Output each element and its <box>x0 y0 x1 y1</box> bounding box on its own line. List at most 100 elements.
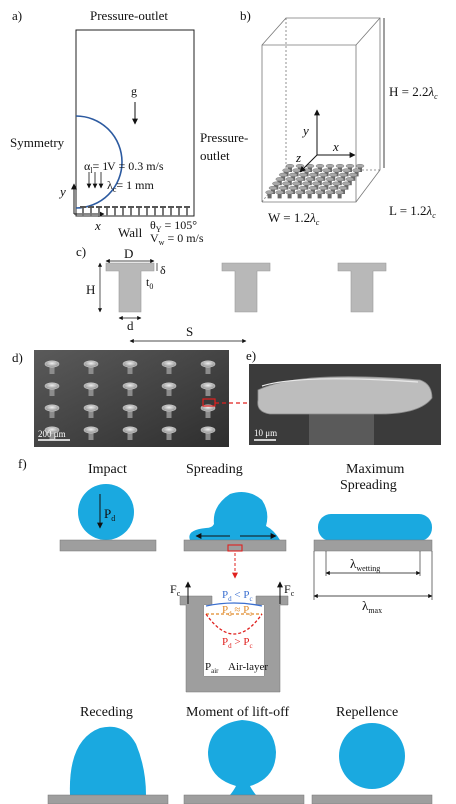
wall-pillar-cap <box>136 206 142 208</box>
wall-pillar-stem <box>82 208 84 216</box>
pillar-stem-3d <box>314 170 319 177</box>
wall-pillar-stem <box>170 208 172 216</box>
pillar-stem-3d <box>271 188 275 194</box>
pillar-cap-3d <box>278 185 288 190</box>
label-pd-gt-pc: Pd > Pc <box>222 636 253 650</box>
pillar-stem-3d <box>274 183 279 190</box>
pillar-stem-3d <box>311 174 316 181</box>
liftoff-title: Moment of lift-off <box>186 705 290 720</box>
sem-post-stem <box>88 364 94 374</box>
pillar-cap-3d <box>308 185 318 190</box>
sem-post-stem <box>127 430 133 440</box>
dim-d: d <box>127 318 134 333</box>
spreading-droplet <box>189 492 280 540</box>
pillar-stem-3d <box>304 170 309 177</box>
length-label: L = 1.2λc <box>389 203 436 220</box>
impact-pd: Pd <box>104 506 115 523</box>
pillar-cap-3d <box>328 185 338 190</box>
pillar-stem-3d <box>341 174 346 181</box>
meniscus-pd-gt-pc <box>205 613 263 635</box>
fc-left: Fc <box>170 582 181 598</box>
sem-post-cap <box>161 360 177 368</box>
sem-post-cap <box>200 382 216 390</box>
pillar-stem-3d <box>291 174 296 181</box>
pillar-cap-3d <box>275 190 284 195</box>
receding-droplet <box>69 726 146 795</box>
pillar-stem-3d <box>328 166 332 172</box>
pillar-cap-3d <box>335 163 345 168</box>
wall-pillar-cap <box>168 206 174 208</box>
fc-right: Fc <box>284 582 295 598</box>
max-spread-droplet <box>318 514 432 541</box>
panel-d-label: d) <box>12 350 23 365</box>
sem-post-cap <box>122 382 138 390</box>
pillar-cap-3d <box>295 190 304 195</box>
sem-post-stem <box>166 364 172 374</box>
pillar-cap-3d <box>299 172 308 177</box>
panel-f-label: f) <box>18 456 27 471</box>
dim-S: S <box>186 324 193 339</box>
right-boundary-label-2: outlet <box>200 148 230 163</box>
pillar-cap-3d <box>342 181 351 186</box>
pillar-stem-3d <box>294 183 299 190</box>
panel-c-label: c) <box>76 244 86 259</box>
pillar-stem-3d <box>277 179 282 186</box>
wall-pillar-cap <box>112 206 118 208</box>
pillar-cap-3d <box>329 172 338 177</box>
pillar-stem-3d <box>301 188 305 194</box>
wall-pillar-stem <box>130 208 132 216</box>
sem-scale-d: 200 μm <box>38 429 66 439</box>
wall-pillar-stem <box>186 208 188 216</box>
impact-title: Impact <box>88 462 127 477</box>
panel-c: c) D δ t0 H d S <box>76 244 387 344</box>
pillar-stem-3d <box>281 174 286 181</box>
pillar-cap-3d <box>298 185 308 190</box>
sem-post-cap <box>161 404 177 412</box>
pillar-stem-3d <box>354 170 359 177</box>
pillar-cap-3d <box>332 181 341 186</box>
pillar-stem-3d <box>281 188 285 194</box>
pillar-stem-3d <box>338 166 342 172</box>
pillar-stem-3d <box>334 183 339 190</box>
repellence-title: Repellence <box>336 705 398 720</box>
pillar-stem-3d <box>294 170 299 177</box>
pillar-cap-3d <box>339 172 348 177</box>
pillar-cap-3d <box>315 163 325 168</box>
pillar-cap-3d <box>335 177 344 182</box>
pillar-cap-3d <box>345 177 354 182</box>
pillar-stem-3d <box>337 179 342 186</box>
lambda-max: λmax <box>362 598 382 615</box>
pillar-cap-3d <box>285 163 295 168</box>
dim-D: D <box>124 246 133 261</box>
velocity-label: V = 0.3 m/s <box>107 159 164 173</box>
pillar-stem-3d <box>284 170 289 177</box>
wall-velocity-label: Vw = 0 m/s <box>150 231 204 247</box>
sem-post-cap <box>83 360 99 368</box>
wall-pillar-stem <box>154 208 156 216</box>
axis-x-b: x <box>332 139 339 154</box>
label-pd-lt-pc: Pd < Pc <box>222 589 253 603</box>
pillar-cap-3d <box>318 185 328 190</box>
pillar-stem-3d <box>277 192 282 199</box>
panel-a: a) Pressure-outlet Symmetry Pressure- ou… <box>10 8 248 247</box>
pillar-stem-3d <box>291 188 295 194</box>
wall-pillar-cap <box>104 206 110 208</box>
lambda-wetting: λwetting <box>350 556 380 573</box>
pillar-cap-3d <box>285 190 294 195</box>
panel-f: f) Impact Pd Spreading Maximum Spreading… <box>18 456 433 804</box>
pillar-cap-3d <box>268 185 278 190</box>
pillar-cap-3d <box>315 190 324 195</box>
pillar-cap-3d <box>285 177 294 182</box>
sem-post-stem <box>205 408 211 418</box>
sem-post-cap <box>83 426 99 434</box>
max-spread-substrate <box>313 539 433 552</box>
pillar-stem-3d <box>344 183 349 190</box>
wall-pillar-cap <box>152 206 158 208</box>
sem-post-cap <box>122 426 138 434</box>
right-boundary-label-1: Pressure- <box>200 130 248 145</box>
label-pd-eq-pc: Pd ≈ Pc <box>222 604 252 618</box>
pillar-cap-3d <box>312 181 321 186</box>
wall-pillar-stem <box>90 208 92 216</box>
spreading-highlight <box>227 544 243 552</box>
pillar-stem-3d <box>287 179 292 186</box>
